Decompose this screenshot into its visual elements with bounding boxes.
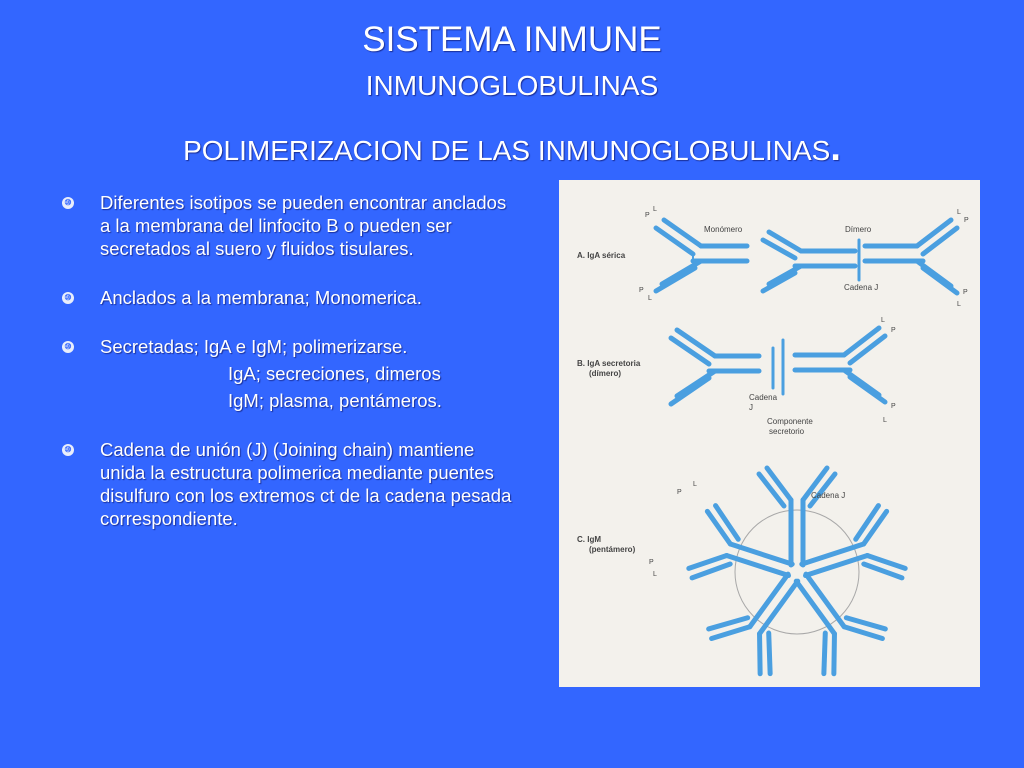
bullet-item: ⑩ Anclados a la membrana; Monomerica. — [58, 286, 518, 309]
label-l: L — [653, 206, 657, 213]
slide-title: SISTEMA INMUNE — [362, 20, 662, 59]
slide-heading-period: . — [830, 127, 841, 169]
label-p: P — [963, 289, 968, 296]
label-monomer: Monómero — [704, 225, 743, 234]
slide-heading-text: POLIMERIZACION DE LAS INMUNOGLOBULINAS — [183, 135, 831, 166]
label-secretory-component-2: secretorio — [769, 427, 805, 436]
numbered-bullet-icon: ⑩ — [62, 444, 74, 456]
label-jchain-a: Cadena J — [844, 283, 878, 292]
bullet-subline: IgM; plasma, pentámeros. — [228, 390, 442, 411]
label-jchain-b: Cadena — [749, 393, 778, 402]
label-section-c-sub: (pentámero) — [589, 545, 636, 554]
label-l: L — [957, 209, 961, 216]
label-dimer: Dímero — [845, 225, 872, 234]
bullet-text: Diferentes isotipos se pueden encontrar … — [100, 192, 507, 259]
bullet-list: ⑩ Diferentes isotipos se pueden encontra… — [58, 191, 518, 556]
label-l: L — [883, 417, 887, 424]
label-secretory-component: Componente — [767, 417, 813, 426]
antibody-shapes — [653, 217, 960, 407]
slide-heading: POLIMERIZACION DE LAS INMUNOGLOBULINAS. — [0, 128, 1024, 171]
bullet-text: Anclados a la membrana; Monomerica. — [100, 287, 422, 308]
label-l: L — [648, 295, 652, 302]
igm-pentamer — [686, 465, 908, 677]
label-jchain-c: Cadena J — [811, 491, 845, 500]
label-l: L — [881, 317, 885, 324]
label-p: P — [677, 489, 682, 496]
label-p: P — [645, 212, 650, 219]
bullet-item: ⑩ Cadena de unión (J) (Joining chain) ma… — [58, 438, 518, 530]
numbered-bullet-icon: ⑩ — [62, 197, 74, 209]
slide-subtitle: INMUNOGLOBULINAS — [365, 70, 659, 101]
bullet-text: Cadena de unión (J) (Joining chain) mant… — [100, 439, 512, 529]
label-p: P — [891, 403, 896, 410]
label-p: P — [639, 287, 644, 294]
numbered-bullet-icon: ⑩ — [62, 341, 74, 353]
bullet-item: ⑩ Diferentes isotipos se pueden encontra… — [58, 191, 518, 260]
label-l: L — [693, 481, 697, 488]
bullet-text: Secretadas; IgA e IgM; polimerizarse. — [100, 336, 408, 357]
label-l: L — [653, 571, 657, 578]
label-section-a: A. IgA sérica — [577, 251, 626, 260]
label-l: L — [957, 301, 961, 308]
numbered-bullet-icon: ⑩ — [62, 292, 74, 304]
label-section-b: B. IgA secretoria — [577, 359, 641, 368]
immunoglobulin-diagram: A. IgA sérica Monómero Dímero Cadena J P… — [577, 206, 969, 677]
label-section-b-sub: (dímero) — [589, 369, 621, 378]
label-p: P — [891, 327, 896, 334]
label-p: P — [964, 217, 969, 224]
immunoglobulin-figure: A. IgA sérica Monómero Dímero Cadena J P… — [559, 180, 980, 687]
bullet-subline: IgA; secreciones, dimeros — [228, 363, 441, 384]
label-p: P — [649, 559, 654, 566]
bullet-item: ⑩ Secretadas; IgA e IgM; polimerizarse. … — [58, 335, 518, 412]
label-jchain-b-j: J — [749, 403, 753, 412]
label-section-c: C. IgM — [577, 535, 601, 544]
